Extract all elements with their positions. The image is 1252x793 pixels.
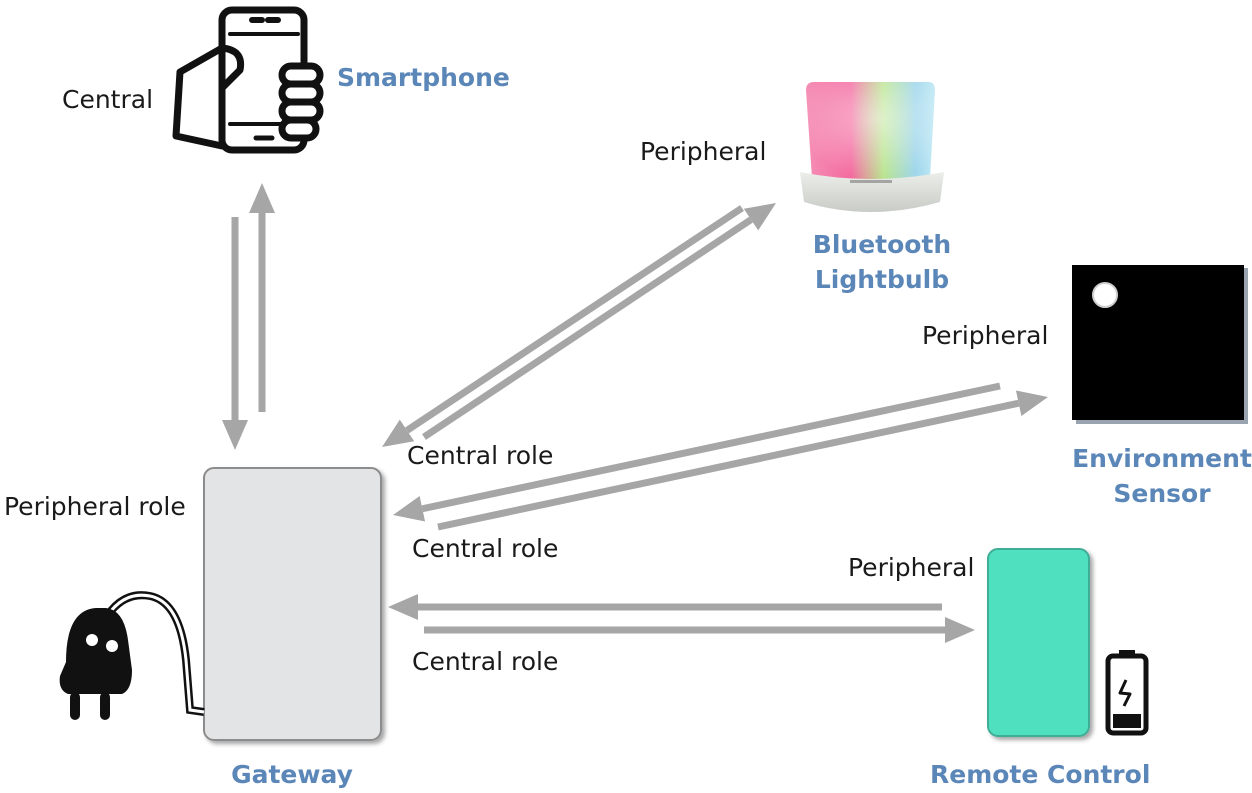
arrow-smartphone-to-gateway xyxy=(222,217,248,450)
sensor-central-role: Central role xyxy=(412,534,559,563)
battery-icon xyxy=(1105,650,1149,736)
sensor-name-line1: Environment xyxy=(1072,444,1252,473)
arrow-sensor-to-gateway xyxy=(393,382,1001,522)
sensor-role: Peripheral xyxy=(922,321,1049,350)
power-plug-icon xyxy=(59,591,205,720)
smartphone-hand-icon xyxy=(172,6,324,154)
remote-central-role: Central role xyxy=(412,647,559,676)
smartphone-role: Central xyxy=(62,85,154,114)
sensor-icon xyxy=(1072,265,1248,424)
connection-arrows xyxy=(222,183,1048,643)
lightbulb-name-line2: Lightbulb xyxy=(814,264,950,294)
lightbulb-name: Bluetooth Lightbulb xyxy=(802,228,962,297)
lightbulb-role: Peripheral xyxy=(640,137,767,166)
gateway-box xyxy=(203,467,382,741)
remote-name: Remote Control xyxy=(930,760,1151,789)
arrow-remote-to-gateway xyxy=(388,594,942,620)
remote-control-icon xyxy=(987,548,1090,737)
sensor-name: Environment Sensor xyxy=(1072,442,1252,511)
lightbulb-icon xyxy=(800,82,944,212)
arrow-gateway-to-smartphone xyxy=(249,183,275,412)
smartphone-name: Smartphone xyxy=(337,63,510,92)
sensor-name-line2: Sensor xyxy=(1113,478,1211,508)
gateway-name: Gateway xyxy=(231,760,353,789)
lightbulb-name-line1: Bluetooth xyxy=(812,230,952,259)
arrow-gateway-to-sensor xyxy=(437,390,1048,531)
gateway-role: Peripheral role xyxy=(4,492,186,521)
remote-role: Peripheral xyxy=(848,553,975,582)
arrow-lightbulb-to-gateway xyxy=(382,205,744,447)
arrow-gateway-to-remote xyxy=(424,617,975,643)
lightbulb-central-role: Central role xyxy=(407,441,554,470)
arrow-gateway-to-lightbulb xyxy=(422,203,776,440)
